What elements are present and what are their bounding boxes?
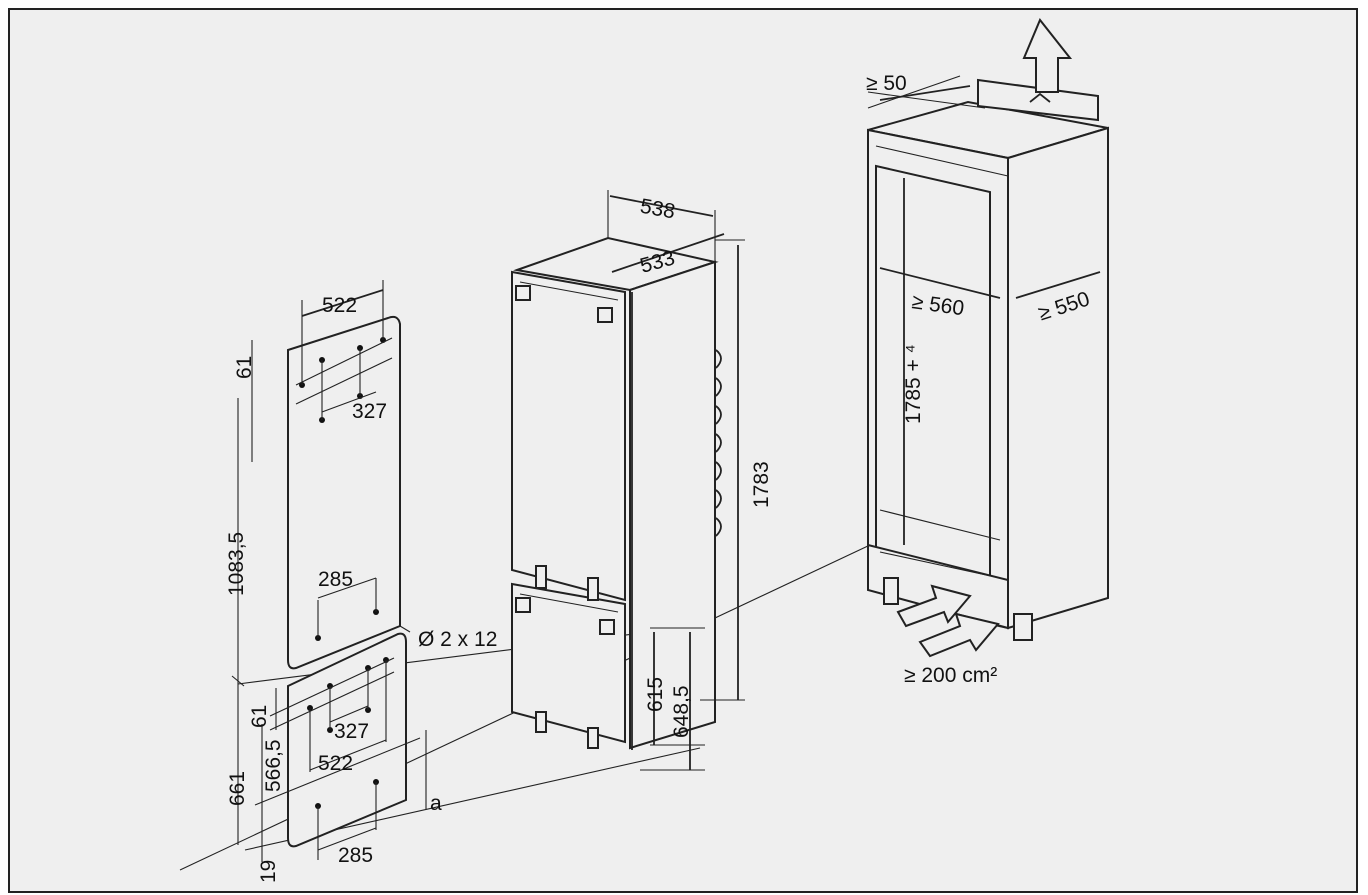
label-top-panel-spacing: 327 <box>352 400 387 423</box>
label-appliance-height: 1783 <box>750 461 773 508</box>
upper-door-panel <box>287 280 411 670</box>
label-top-panel-height: 1083,5 <box>225 532 248 596</box>
side-vent-slots <box>715 349 722 537</box>
label-gap-a: a <box>430 792 442 815</box>
label-top-panel-offset: 61 <box>233 356 256 379</box>
label-bottom-panel-offset: 61 <box>248 705 271 728</box>
niche-dimension-lines <box>879 178 1101 545</box>
appliance-dimension-lines <box>607 190 745 771</box>
installation-niche <box>867 75 1109 641</box>
refrigerator-appliance <box>511 236 722 750</box>
label-bottom-panel-width: 522 <box>318 752 353 775</box>
label-bottom-panel-height-outer: 661 <box>226 771 249 806</box>
label-niche-height: 1785 + ⁴ <box>902 344 925 424</box>
panel-dimension-lines <box>231 289 427 862</box>
label-lower-section-height: 648,5 <box>670 685 693 738</box>
label-bottom-gap: 19 <box>257 860 280 883</box>
label-top-panel-bottom-spacing: 285 <box>318 568 353 591</box>
label-vent-area: ≥ 200 cm² <box>904 664 997 687</box>
label-top-panel-width: 522 <box>322 294 357 317</box>
label-lower-door-height: 615 <box>644 677 667 712</box>
exhaust-arrow-icon <box>1022 18 1073 103</box>
label-bottom-panel-spacing: 327 <box>334 720 369 743</box>
label-appliance-depth: 538 <box>638 195 677 224</box>
lower-door-panel <box>254 632 421 860</box>
label-bottom-panel-bottom-spacing: 285 <box>338 844 373 867</box>
label-screw-spec: Ø 2 x 12 <box>418 628 497 651</box>
label-bottom-panel-height-inner: 566,5 <box>262 739 285 792</box>
label-niche-width: ≥ 560 <box>910 290 965 320</box>
intake-arrow-icon <box>896 584 1000 658</box>
label-niche-top-gap: ≥ 50 <box>866 72 907 95</box>
